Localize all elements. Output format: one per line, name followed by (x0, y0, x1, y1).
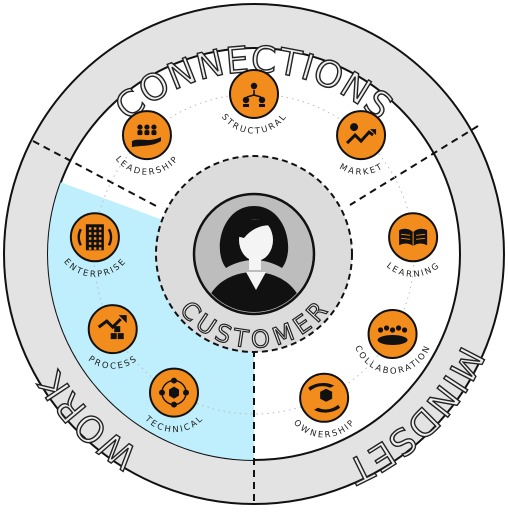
sector-dividers (32, 125, 479, 505)
group-icon (377, 325, 408, 345)
open-book-icon (399, 228, 428, 247)
node-circle (367, 309, 418, 359)
org-structure-icon (242, 82, 266, 107)
market-trend-icon (346, 123, 377, 145)
process-chart-icon (97, 315, 127, 340)
network-cube-icon (159, 377, 189, 408)
leadership-hand-icon (131, 124, 161, 148)
hands-cube-icon (308, 383, 341, 413)
divider-right (349, 125, 479, 206)
building-icon (77, 224, 113, 251)
node-label: MARKET (338, 162, 385, 178)
node-market: MARKET (336, 110, 387, 178)
customer-avatar-icon (204, 206, 304, 312)
node-circle (336, 110, 387, 161)
